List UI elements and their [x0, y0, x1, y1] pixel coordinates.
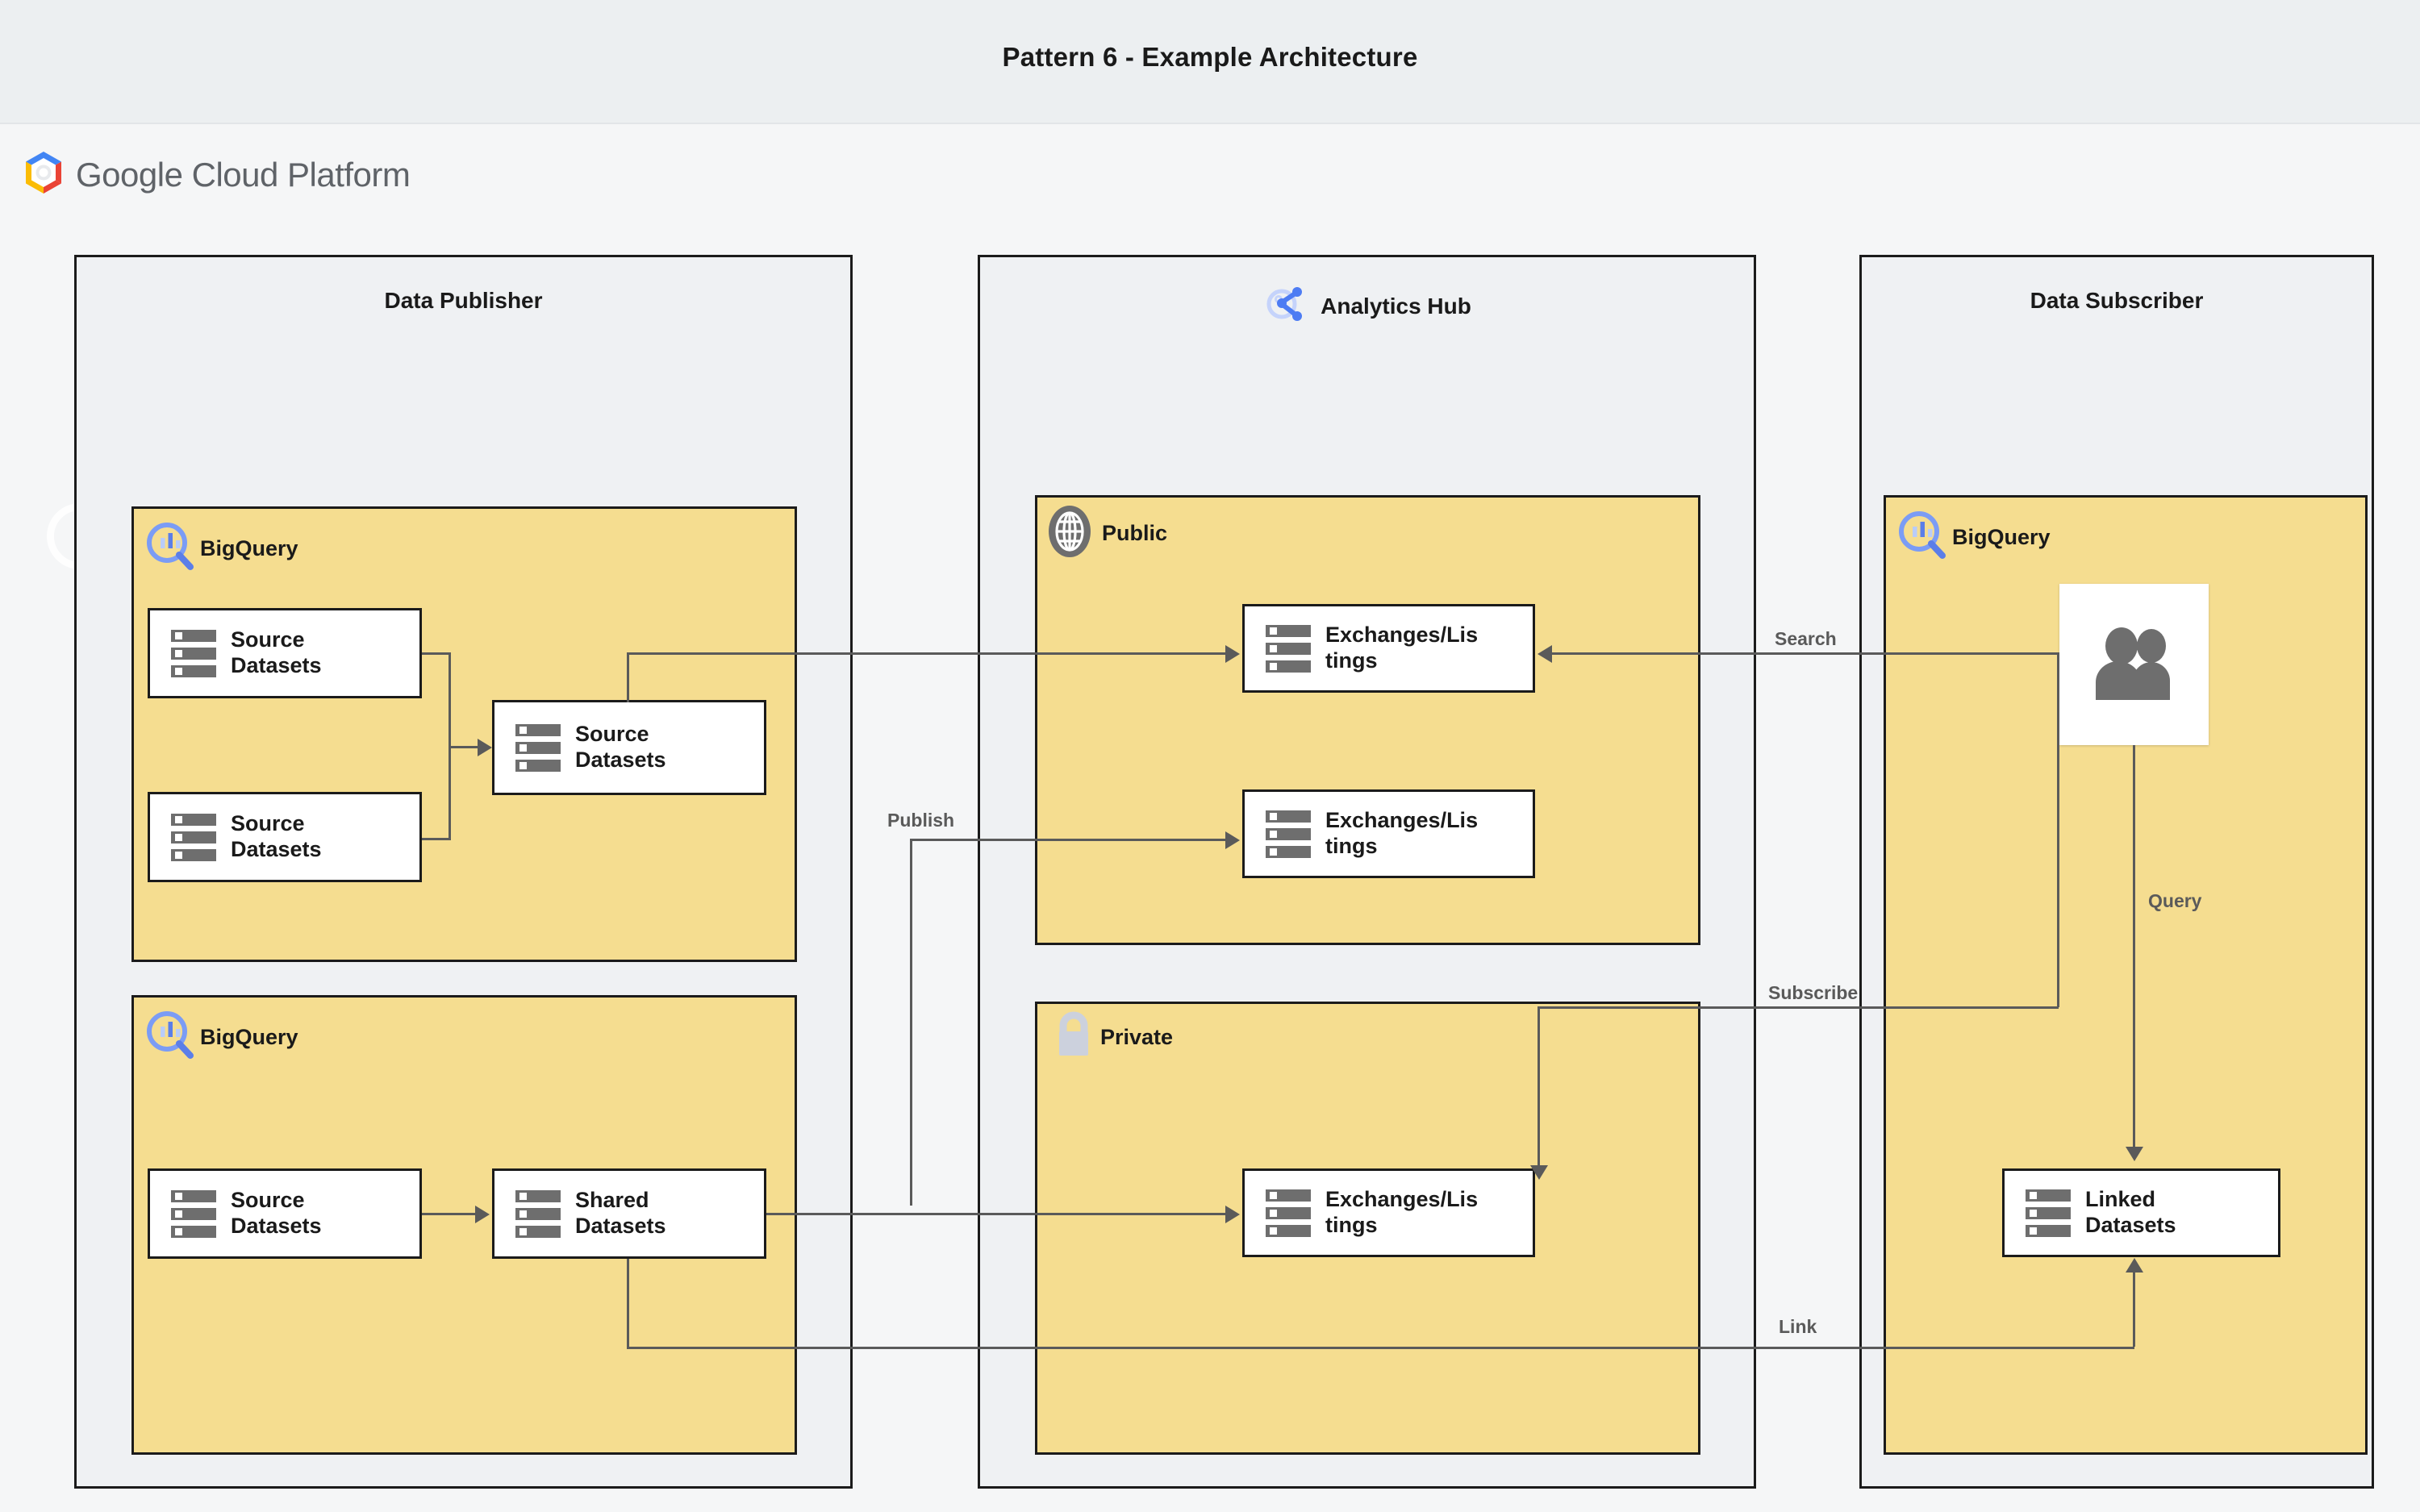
bigquery-icon	[144, 1009, 197, 1066]
edge-label-search: Search	[1775, 628, 1837, 649]
arrow-search-into-exch1	[1538, 645, 1552, 663]
connector-src4-to-shared	[422, 1213, 475, 1215]
dataset-icon	[2026, 1189, 2071, 1237]
connector-link-main	[627, 1347, 2134, 1349]
arrow-publish-into-exch2	[1225, 831, 1240, 849]
diagram-canvas: Google Cloud Platform Data Publisher	[0, 124, 2420, 1512]
dataset-icon	[515, 723, 561, 772]
connector-src2-out	[422, 838, 451, 840]
gcp-word-cloud-platform: Cloud Platform	[191, 155, 411, 194]
page-title: Pattern 6 - Example Architecture	[1002, 42, 1418, 72]
arrow-query-into-linked	[2126, 1147, 2143, 1161]
bigquery-icon	[1896, 509, 1949, 566]
edge-label-publish: Publish	[887, 810, 955, 831]
panel-head-bigquery-top: BigQuery	[144, 520, 298, 577]
users-icon	[2083, 626, 2186, 704]
dataset-icon	[171, 1189, 216, 1238]
panel-label-subscriber-bigquery: BigQuery	[1952, 525, 2051, 549]
gcp-wordmark: Google Cloud Platform	[76, 155, 411, 194]
gcp-logo: Google Cloud Platform	[23, 150, 411, 199]
connector-merge-to-src3	[449, 746, 478, 748]
panel-label-public: Public	[1102, 521, 1168, 545]
dataset-icon	[1266, 810, 1311, 858]
arrow-link-into-linked	[2126, 1258, 2143, 1272]
dataset-icon	[515, 1189, 561, 1238]
panel-head-bigquery-bottom: BigQuery	[144, 1009, 298, 1066]
panel-head-private: Private	[1050, 1010, 1173, 1064]
gcp-word-google: Google	[76, 155, 183, 194]
arrow-into-src3	[478, 739, 492, 756]
dataset-icon	[171, 629, 216, 677]
zone-title-data-publisher: Data Publisher	[384, 288, 543, 313]
panel-head-public: Public	[1041, 502, 1167, 564]
analytics-hub-icon	[1262, 281, 1308, 331]
zone-title-data-subscriber: Data Subscriber	[2030, 288, 2204, 313]
panel-label-private: Private	[1100, 1025, 1174, 1049]
zone-title-analytics-hub: Analytics Hub	[1321, 293, 1471, 319]
panel-head-subscriber-bigquery: BigQuery	[1896, 509, 2051, 566]
globe-icon	[1041, 502, 1099, 564]
node-users[interactable]	[2059, 584, 2209, 745]
arrow-publish-into-exch1	[1225, 645, 1240, 663]
dataset-icon	[1266, 624, 1311, 673]
connector-link-left-riser	[627, 1259, 629, 1349]
connector-publish-main	[627, 652, 1225, 655]
dataset-icon	[171, 813, 216, 861]
connector-search-main	[1552, 652, 2059, 655]
edge-label-subscribe: Subscribe	[1768, 982, 1859, 1003]
gcp-hexagon-logo-icon	[23, 150, 65, 199]
connector-publish-src3-riser	[627, 652, 629, 702]
bigquery-icon	[144, 520, 197, 577]
connector-publish-branch-to-exch2	[910, 839, 1225, 841]
edge-label-query: Query	[2148, 890, 2202, 911]
arrow-subscribe-into-exch3	[1530, 1165, 1548, 1180]
connector-subscribe-riser	[1538, 1006, 1540, 1172]
connector-src1-out	[422, 652, 451, 655]
panel-label-bigquery-bottom: BigQuery	[200, 1025, 298, 1049]
dataset-icon	[1266, 1189, 1311, 1237]
arrow-into-shared	[475, 1206, 490, 1223]
connector-query	[2133, 745, 2135, 1148]
panel-label-bigquery-top: BigQuery	[200, 536, 298, 560]
connector-shared-to-exch3	[766, 1213, 1225, 1215]
lock-icon	[1050, 1010, 1097, 1064]
edge-label-link: Link	[1779, 1316, 1817, 1337]
connector-publish-branch-riser	[910, 839, 912, 1206]
connector-link-right-riser	[2133, 1272, 2135, 1347]
diagram-canvas-inner: Google Cloud Platform Data Publisher	[0, 124, 2420, 1512]
title-band: Pattern 6 - Example Architecture	[0, 0, 2420, 124]
connector-search-riser	[2057, 652, 2059, 1007]
connector-subscribe-main	[1538, 1006, 2059, 1009]
arrow-into-exch3	[1225, 1206, 1240, 1223]
zone-title-analytics-hub-wrap: Analytics Hub	[980, 281, 1754, 331]
